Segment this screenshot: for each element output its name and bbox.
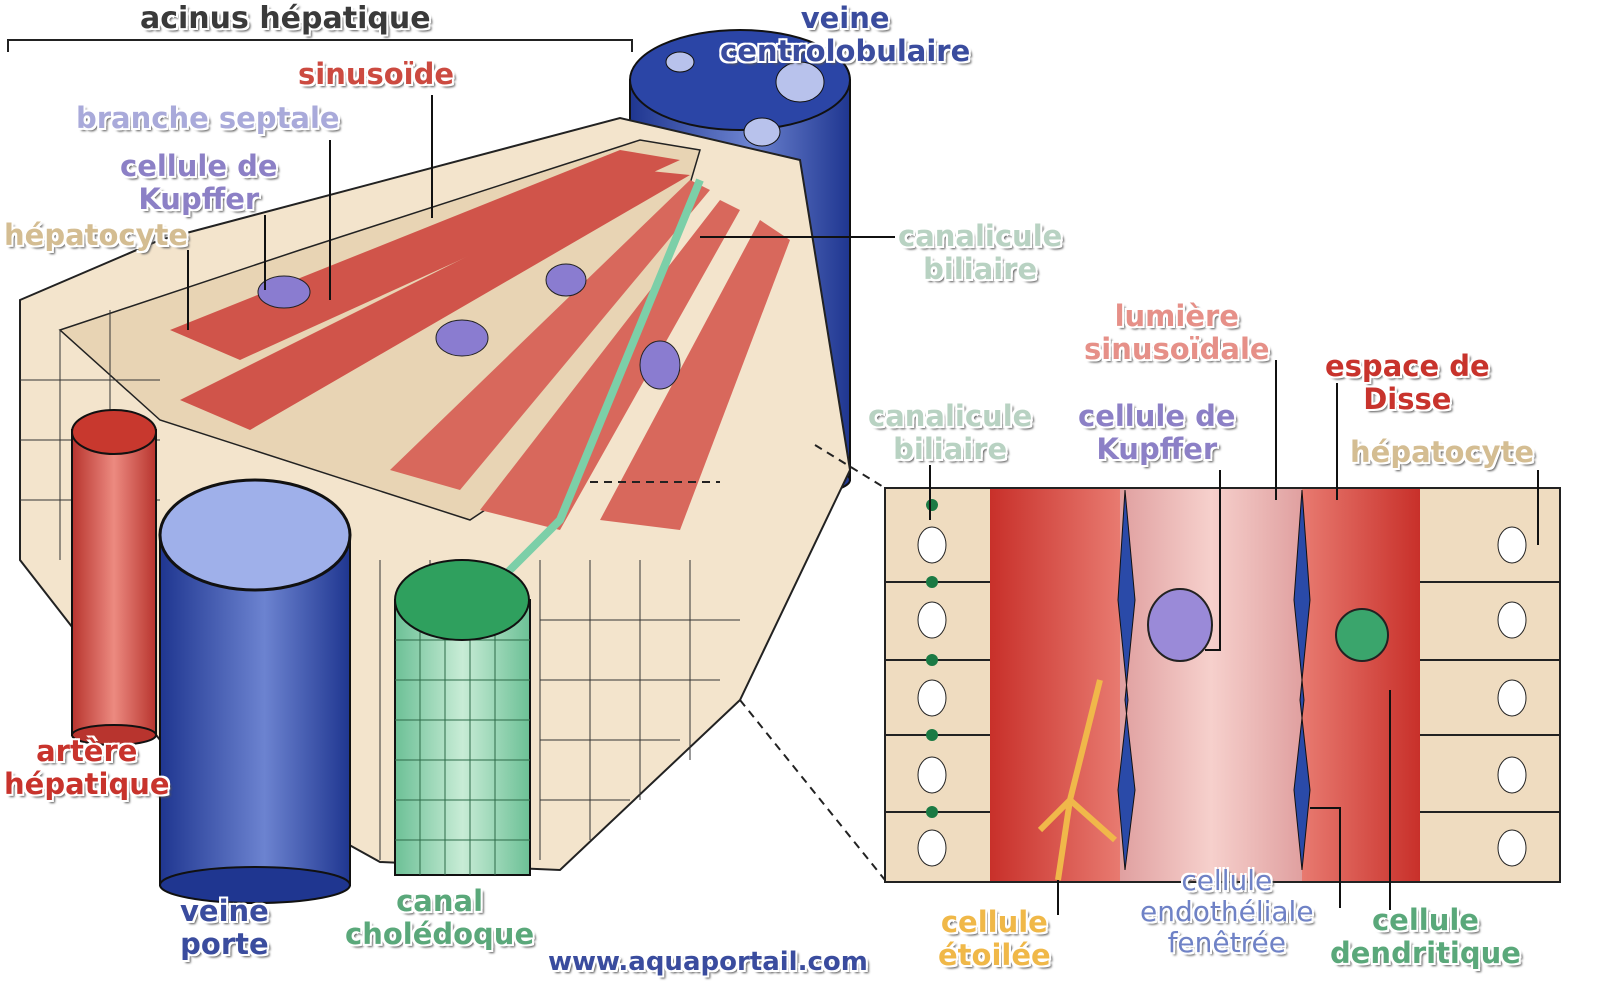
label-line: cholédoque — [345, 917, 535, 951]
label-line: veine — [800, 1, 890, 35]
label-branche-septale: branche septale — [76, 101, 340, 135]
label-line: cellule de — [120, 149, 278, 183]
label-line: veine — [180, 894, 269, 928]
zoom-lines — [590, 444, 886, 881]
label-line: porte — [180, 927, 269, 961]
portal-vein — [158, 478, 352, 904]
label-cellule-etoilee: cellule étoilée — [938, 906, 1051, 972]
label-canal-choledoque: canal cholédoque — [345, 885, 534, 951]
label-line: fenêtrée — [1167, 926, 1286, 959]
label-acinus-hepatique: acinus hépatique — [140, 1, 431, 36]
label-artere-hepatique: artère hépatique — [4, 735, 170, 801]
label-line: sinusoïdale — [1084, 332, 1270, 366]
bile-duct — [394, 559, 531, 876]
label-line: cellule — [1371, 903, 1479, 937]
label-cellule-de-kupffer: cellule de Kupffer — [120, 150, 278, 216]
label-line: canalicule — [868, 399, 1033, 433]
label-cellule-dendritique: cellule dendritique — [1330, 904, 1521, 970]
label-line: Kupffer — [138, 182, 260, 216]
label-line: Kupffer — [1096, 432, 1218, 466]
label-hepatocyte: hépatocyte — [4, 218, 189, 252]
label-veine-centrolobulaire: veine centrolobulaire — [720, 2, 970, 68]
label-line: biliaire — [923, 252, 1038, 286]
leader-lines — [187, 95, 1539, 915]
label-line: cellule de — [1078, 399, 1236, 433]
label-line: étoilée — [938, 938, 1051, 972]
acinus-bracket — [7, 39, 633, 52]
label-line: artère — [36, 734, 138, 768]
label-line: lumière — [1114, 299, 1239, 333]
label-line: espace de — [1325, 349, 1490, 383]
label-canalicule-biliaire-inset: canalicule biliaire — [868, 400, 1032, 466]
label-line: canalicule — [898, 219, 1063, 253]
label-canalicule-biliaire: canalicule biliaire — [898, 220, 1062, 286]
label-line: canal — [396, 884, 484, 918]
label-line: cellule — [940, 905, 1048, 939]
label-cellule-endotheliale-fenetree: cellule endothéliale fenêtrée — [1140, 865, 1314, 958]
sinusoid-inset — [884, 487, 1561, 883]
label-cellule-de-kupffer-inset: cellule de Kupffer — [1078, 400, 1236, 466]
label-veine-porte: veine porte — [180, 895, 269, 961]
label-line: hépatique — [4, 767, 170, 801]
label-hepatocyte-inset: hépatocyte — [1350, 435, 1535, 469]
label-line: centrolobulaire — [720, 34, 971, 68]
watermark-url: www.aquaportail.com — [548, 947, 868, 977]
label-lumiere-sinusoidale: lumière sinusoïdale — [1084, 300, 1270, 366]
label-line: biliaire — [893, 432, 1008, 466]
label-espace-de-disse: espace de Disse — [1325, 350, 1490, 416]
label-line: cellule — [1181, 864, 1273, 897]
label-sinusoide: sinusoïde — [298, 57, 455, 91]
hepatic-artery — [71, 409, 157, 746]
label-line: dendritique — [1330, 936, 1521, 970]
label-line: Disse — [1363, 382, 1452, 416]
label-line: endothéliale — [1140, 895, 1314, 928]
